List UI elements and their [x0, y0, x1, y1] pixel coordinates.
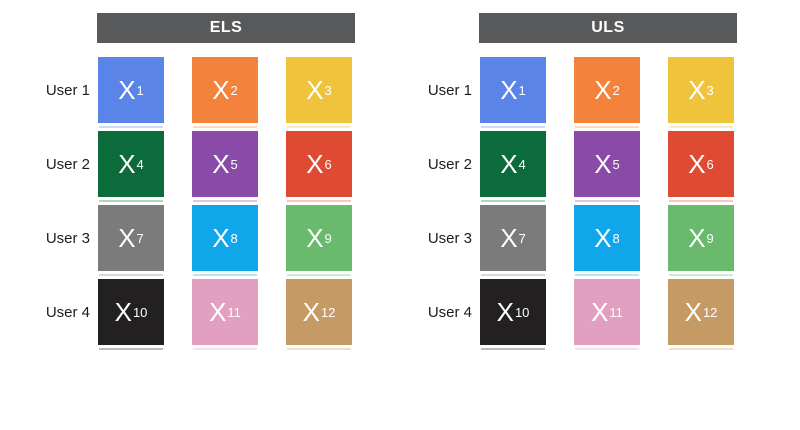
- matrix-cell-variable: X: [306, 223, 324, 253]
- matrix-cell-subscript: 2: [230, 82, 238, 98]
- matrix-cell-subscript: 5: [612, 156, 620, 172]
- user-row-label: User 2: [45, 155, 90, 173]
- matrix-cell-subscript: 11: [609, 304, 623, 320]
- matrix-cell-subscript: 4: [518, 156, 526, 172]
- matrix-cell-variable: X: [591, 297, 609, 327]
- matrix-cell-subscript: 1: [518, 82, 526, 98]
- matrix-cell-subscript: 5: [230, 156, 238, 172]
- panel-header-label: ELS: [209, 19, 243, 36]
- matrix-cell-subscript: 10: [514, 304, 530, 320]
- matrix-cell-subscript: 6: [706, 156, 714, 172]
- matrix-cell-variable: X: [688, 223, 706, 253]
- user-row-label: User 3: [427, 229, 472, 247]
- panel-header: ULS: [479, 13, 737, 43]
- matrix-cell-variable: X: [496, 297, 514, 327]
- matrix-cell-subscript: 9: [324, 230, 332, 246]
- matrix-cell-variable: X: [114, 297, 132, 327]
- matrix-cell-variable: X: [212, 149, 230, 179]
- matrix-cell-variable: X: [594, 149, 612, 179]
- matrix-cell-subscript: 7: [518, 230, 526, 246]
- matrix-cell-subscript: 12: [320, 304, 336, 320]
- matrix-cell-variable: X: [500, 223, 518, 253]
- matrix-cell-subscript: 7: [136, 230, 144, 246]
- matrix-cell-variable: X: [306, 149, 324, 179]
- matrix-cell-variable: X: [500, 75, 518, 105]
- user-row-label: User 1: [45, 81, 90, 99]
- matrix-cell-variable: X: [306, 75, 324, 105]
- user-row-label: User 4: [45, 303, 90, 321]
- matrix-cell-subscript: 2: [612, 82, 620, 98]
- matrix-cell-variable: X: [688, 75, 706, 105]
- user-row-label: User 1: [427, 81, 472, 99]
- panel-header-label: ULS: [591, 19, 625, 36]
- matrix-cell-variable: X: [212, 223, 230, 253]
- matrix-cell-variable: X: [594, 75, 612, 105]
- user-row-label: User 4: [427, 303, 472, 321]
- matrix-cell-variable: X: [209, 297, 227, 327]
- matrix-cell-variable: X: [118, 223, 136, 253]
- matrix-cell-subscript: 8: [230, 230, 238, 246]
- matrix-cell-subscript: 3: [706, 82, 714, 98]
- user-row-label: User 2: [427, 155, 472, 173]
- matrix-cell-variable: X: [118, 149, 136, 179]
- matrix-cell-subscript: 9: [706, 230, 714, 246]
- matrix-cell-variable: X: [118, 75, 136, 105]
- user-row-label: User 3: [45, 229, 90, 247]
- matrix-cell-variable: X: [688, 149, 706, 179]
- matrix-cell-subscript: 12: [702, 304, 718, 320]
- panel-header: ELS: [97, 13, 355, 43]
- matrix-cell-variable: X: [302, 297, 320, 327]
- matrix-cell-variable: X: [500, 149, 518, 179]
- matrix-cell-variable: X: [684, 297, 702, 327]
- matrix-cell-subscript: 3: [324, 82, 332, 98]
- matrix-cell-variable: X: [594, 223, 612, 253]
- matrix-cell-subscript: 6: [324, 156, 332, 172]
- matrix-cell-subscript: 1: [136, 82, 144, 98]
- matrix-cell-subscript: 4: [136, 156, 144, 172]
- matrix-cell-subscript: 10: [132, 304, 148, 320]
- matrix-cell-variable: X: [212, 75, 230, 105]
- matrix-cell-subscript: 8: [612, 230, 620, 246]
- matrix-cell-subscript: 11: [227, 304, 241, 320]
